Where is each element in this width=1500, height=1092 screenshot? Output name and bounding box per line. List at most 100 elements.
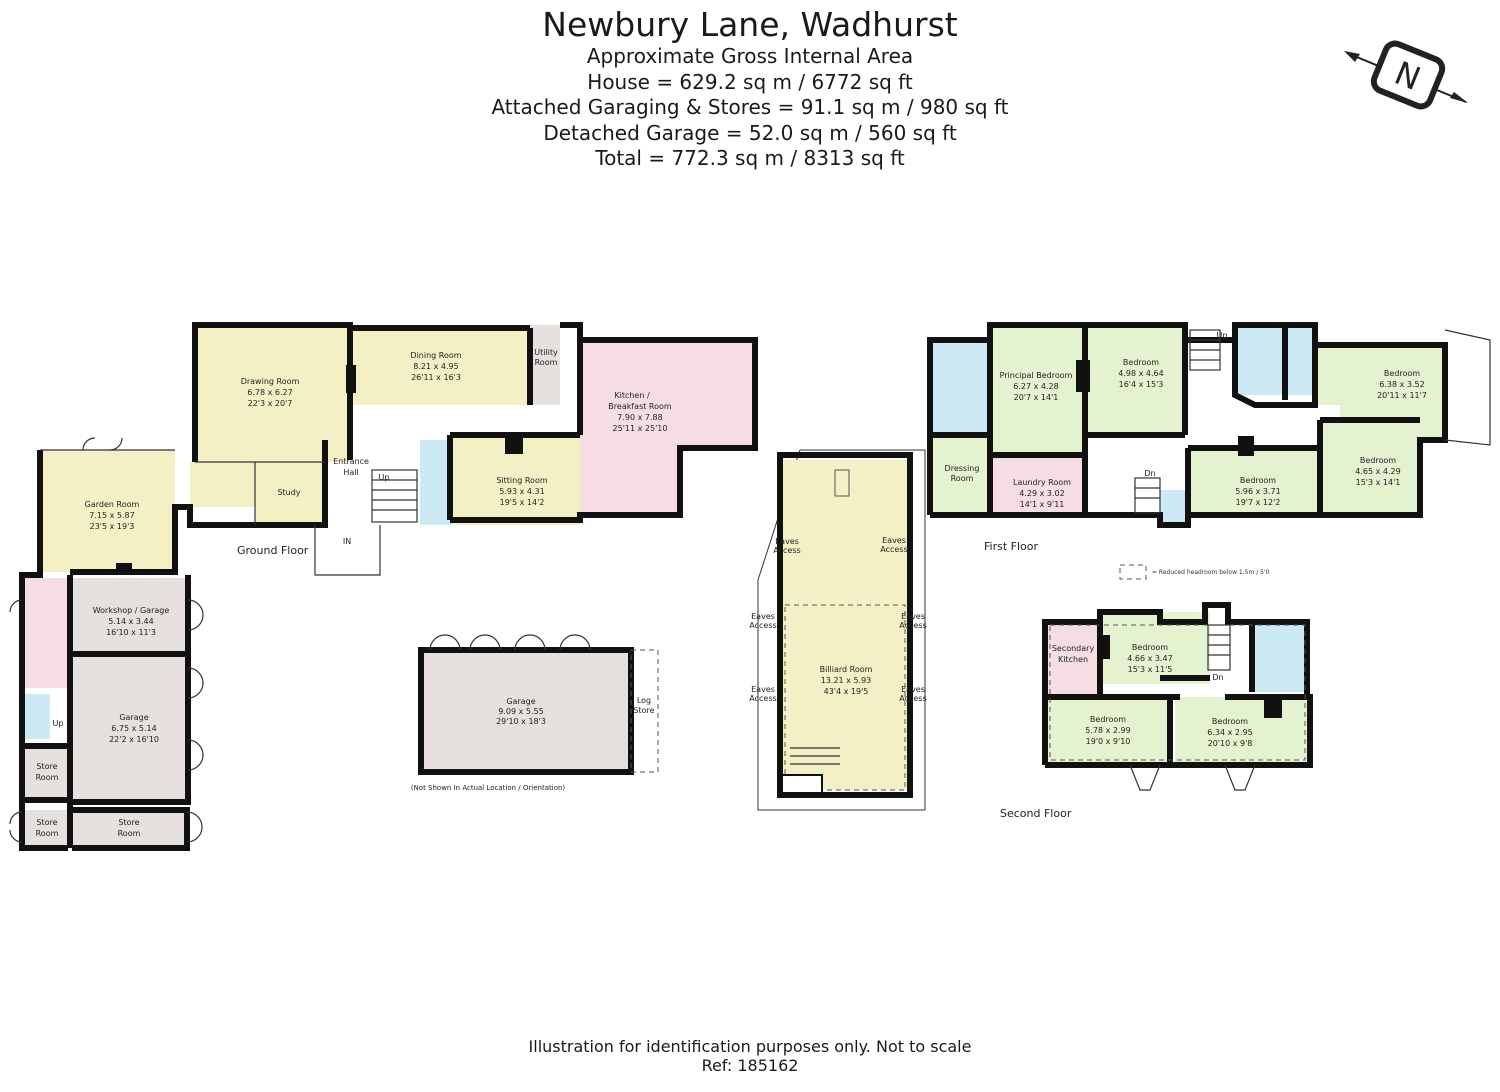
bedroom-a-imperial: 16'4 x 15'3 xyxy=(1119,380,1164,389)
area-subtitle: Approximate Gross Internal Area xyxy=(586,44,914,68)
garden-room xyxy=(40,450,175,572)
bedroom-b-imperial: 20'11 x 11'7 xyxy=(1377,391,1427,400)
dining-room-metric: 8.21 x 4.95 xyxy=(413,362,458,371)
dining-room-imperial: 26'11 x 16'3 xyxy=(411,373,461,382)
area-detached-garage: Detached Garage = 52.0 sq m / 560 sq ft xyxy=(543,120,957,145)
study-label: Study xyxy=(277,488,300,497)
plan-title: Newbury Lane, Wadhurst xyxy=(542,5,958,44)
dining-room xyxy=(350,325,530,405)
kitchen-label: Kitchen / xyxy=(614,391,650,400)
not-shown-note: (Not Shown In Actual Location / Orientat… xyxy=(411,784,566,792)
detached-garage-imperial: 29'10 x 18'3 xyxy=(496,717,546,726)
store-room-3-label: Store xyxy=(118,818,139,827)
bedroom-c xyxy=(1320,420,1420,515)
first-floor-label: First Floor xyxy=(984,540,1038,553)
kitchen-imperial: 25'11 x 25'10 xyxy=(613,424,668,433)
utility-room-label-2: Room xyxy=(535,358,558,367)
study xyxy=(255,462,325,524)
store-room-3-label-2: Room xyxy=(118,829,141,838)
bedroom-d-imperial: 19'7 x 12'2 xyxy=(1236,498,1281,507)
garage xyxy=(70,654,188,802)
log-store-label-2: Store xyxy=(633,706,654,715)
garden-room-metric: 7.15 x 5.87 xyxy=(89,511,134,520)
ensuite-principal xyxy=(930,340,990,435)
second-floor-plan: Secondary Kitchen Bedroom 4.66 x 3.47 15… xyxy=(1000,602,1313,820)
drawing-room-imperial: 22'3 x 20'7 xyxy=(248,399,293,408)
eaves-2-label-2: Access xyxy=(880,545,907,554)
principal-bedroom-label: Principal Bedroom xyxy=(1000,371,1073,380)
bedroom-f-label: Bedroom xyxy=(1090,715,1126,724)
drawing-room-label: Drawing Room xyxy=(241,377,300,386)
second-dn-marker: Dn xyxy=(1212,673,1223,682)
workshop-label: Workshop / Garage xyxy=(93,606,170,615)
first-up-marker: Up xyxy=(1217,331,1228,340)
eaves-5-label: Eaves xyxy=(751,685,775,694)
laundry-room xyxy=(990,455,1085,515)
bedroom-c-imperial: 15'3 x 14'1 xyxy=(1356,478,1401,487)
ground-floor-plan: Drawing Room 6.78 x 6.27 22'3 x 20'7 Din… xyxy=(9,322,758,851)
secondary-kitchen-label-2: Kitchen xyxy=(1058,655,1088,664)
workshop-metric: 5.14 x 3.44 xyxy=(108,617,153,626)
bedroom-d xyxy=(1188,448,1318,515)
entrance-in-marker: IN xyxy=(343,537,351,546)
principal-bedroom-metric: 6.27 x 4.28 xyxy=(1013,382,1058,391)
bedroom-c-label: Bedroom xyxy=(1360,456,1396,465)
kitchen-breakfast-room xyxy=(580,340,755,515)
sitting-room-label: Sitting Room xyxy=(496,476,547,485)
dressing-room-label-2: Room xyxy=(951,474,974,483)
bedroom-d-metric: 5.96 x 3.71 xyxy=(1235,487,1280,496)
bedroom-e-metric: 4.66 x 3.47 xyxy=(1127,654,1172,663)
eaves-4-label-2: Access xyxy=(899,621,926,630)
area-attached-garaging: Attached Garaging & Stores = 91.1 sq m /… xyxy=(491,95,1009,119)
secondary-kitchen-label: Secondary xyxy=(1052,644,1095,653)
billiard-room-label: Billiard Room xyxy=(820,665,873,674)
eaves-1-label-2: Access xyxy=(773,546,800,555)
annex-up-marker: Up xyxy=(53,719,64,728)
eaves-3-label: Eaves xyxy=(751,612,775,621)
billiard-room-imperial: 43'4 x 19'5 xyxy=(824,687,869,696)
kitchen-label-2: Breakfast Room xyxy=(608,402,672,411)
garden-room-label: Garden Room xyxy=(85,500,140,509)
detached-garage-plan: Garage 9.09 x 5.55 29'10 x 18'3 Log Stor… xyxy=(411,634,659,792)
bedroom-f-imperial: 19'0 x 9'10 xyxy=(1086,737,1131,746)
principal-bedroom-imperial: 20'7 x 14'1 xyxy=(1014,393,1059,402)
secondary-kitchen xyxy=(1045,622,1100,697)
workshop-garage xyxy=(70,578,188,654)
store-room-2-label-2: Room xyxy=(36,829,59,838)
principal-bedroom xyxy=(990,325,1085,455)
bedroom-b xyxy=(1315,345,1445,440)
utility-room-label: Utility xyxy=(534,348,558,357)
area-total: Total = 772.3 sq m / 8313 sq ft xyxy=(595,146,905,170)
entrance-hall-label: Entrance xyxy=(333,457,369,466)
kitchen-metric: 7.90 x 7.88 xyxy=(617,413,662,422)
bedroom-a-metric: 4.98 x 4.64 xyxy=(1118,369,1163,378)
eaves-3-label-2: Access xyxy=(749,621,776,630)
drawing-room-metric: 6.78 x 6.27 xyxy=(247,388,292,397)
bedroom-b-metric: 6.38 x 3.52 xyxy=(1379,380,1424,389)
bedroom-g-label: Bedroom xyxy=(1212,717,1248,726)
bedroom-f-metric: 5.78 x 2.99 xyxy=(1085,726,1130,735)
bedroom-g xyxy=(1175,697,1310,765)
laundry-room-label: Laundry Room xyxy=(1013,478,1071,487)
store-room-2-label: Store xyxy=(36,818,57,827)
garden-room-imperial: 23'5 x 19'3 xyxy=(90,522,135,531)
drawing-room xyxy=(195,325,350,462)
second-floor-label: Second Floor xyxy=(1000,807,1072,820)
store-room-1-label-2: Room xyxy=(36,773,59,782)
bedroom-e-imperial: 15'3 x 11'5 xyxy=(1128,665,1173,674)
eaves-4-label: Eaves xyxy=(901,612,925,621)
laundry-room-imperial: 14'1 x 9'11 xyxy=(1020,500,1065,509)
store-room-1-label: Store xyxy=(36,762,57,771)
billiard-room xyxy=(780,460,910,790)
detached-garage-label: Garage xyxy=(506,697,535,706)
detached-garage-metric: 9.09 x 5.55 xyxy=(498,707,543,716)
first-dn-marker: Dn xyxy=(1144,469,1155,478)
eaves-1-label: Eaves xyxy=(775,537,799,546)
eaves-2-label: Eaves xyxy=(882,536,906,545)
footer: Illustration for identification purposes… xyxy=(0,1037,1500,1075)
bedroom-c-metric: 4.65 x 4.29 xyxy=(1355,467,1400,476)
utility-room xyxy=(530,325,560,405)
garage-label: Garage xyxy=(119,713,148,722)
ground-floor-label: Ground Floor xyxy=(237,544,309,557)
